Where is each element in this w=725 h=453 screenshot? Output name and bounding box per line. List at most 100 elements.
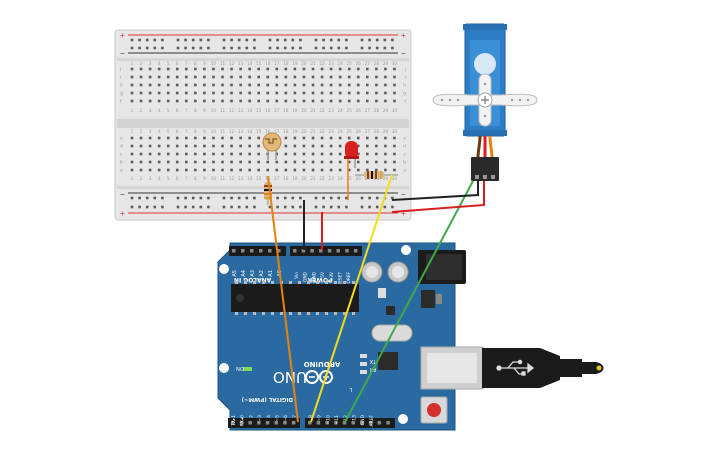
breadboard-hole[interactable] bbox=[212, 67, 215, 71]
breadboard-hole[interactable] bbox=[375, 91, 378, 95]
breadboard-hole[interactable] bbox=[157, 152, 161, 156]
breadboard-hole[interactable] bbox=[320, 67, 324, 71]
breadboard-hole[interactable] bbox=[257, 168, 260, 172]
breadboard-hole[interactable] bbox=[194, 75, 197, 79]
header-pin[interactable] bbox=[265, 421, 270, 425]
rail-hole[interactable] bbox=[230, 46, 233, 50]
rail-hole[interactable] bbox=[314, 196, 318, 200]
breadboard-hole[interactable] bbox=[221, 91, 224, 95]
breadboard-hole[interactable] bbox=[266, 91, 270, 95]
breadboard-hole[interactable] bbox=[338, 83, 342, 87]
breadboard-hole[interactable] bbox=[275, 160, 279, 164]
breadboard-hole[interactable] bbox=[293, 67, 297, 71]
breadboard-hole[interactable] bbox=[175, 152, 179, 156]
rail-hole[interactable] bbox=[299, 196, 302, 200]
rail-hole[interactable] bbox=[191, 196, 195, 200]
breadboard-hole[interactable] bbox=[384, 75, 387, 79]
rail-hole[interactable] bbox=[130, 196, 134, 200]
breadboard-hole[interactable] bbox=[284, 168, 288, 172]
breadboard-hole[interactable] bbox=[248, 160, 251, 164]
breadboard-hole[interactable] bbox=[384, 67, 387, 71]
header-pin[interactable] bbox=[248, 421, 252, 425]
breadboard-hole[interactable] bbox=[329, 152, 333, 156]
rail-hole[interactable] bbox=[368, 205, 371, 209]
header-pin[interactable] bbox=[268, 249, 272, 253]
rail-hole[interactable] bbox=[176, 205, 180, 209]
breadboard-hole[interactable] bbox=[329, 136, 333, 140]
breadboard-hole[interactable] bbox=[157, 136, 161, 140]
breadboard-hole[interactable] bbox=[356, 83, 360, 87]
rail-hole[interactable] bbox=[345, 205, 348, 209]
breadboard-hole[interactable] bbox=[203, 168, 206, 172]
breadboard-hole[interactable] bbox=[230, 136, 233, 140]
breadboard-hole[interactable] bbox=[148, 75, 152, 79]
rail-hole[interactable] bbox=[291, 46, 295, 50]
rail-hole[interactable] bbox=[191, 38, 195, 42]
header-pin[interactable] bbox=[336, 249, 341, 253]
rail-hole[interactable] bbox=[360, 196, 364, 200]
breadboard-hole[interactable] bbox=[293, 75, 297, 79]
rail-hole[interactable] bbox=[253, 46, 256, 50]
breadboard-hole[interactable] bbox=[221, 75, 224, 79]
breadboard-hole[interactable] bbox=[366, 91, 369, 95]
breadboard-hole[interactable] bbox=[329, 144, 333, 148]
rail-hole[interactable] bbox=[283, 46, 287, 50]
breadboard-hole[interactable] bbox=[275, 83, 279, 87]
header-pin[interactable] bbox=[353, 249, 358, 253]
breadboard-hole[interactable] bbox=[139, 99, 143, 103]
rail-hole[interactable] bbox=[237, 205, 241, 209]
breadboard-hole[interactable] bbox=[130, 83, 134, 87]
breadboard-hole[interactable] bbox=[302, 168, 306, 172]
breadboard-hole[interactable] bbox=[257, 91, 260, 95]
breadboard-hole[interactable] bbox=[347, 75, 351, 79]
rail-hole[interactable] bbox=[314, 38, 318, 42]
rail-hole[interactable] bbox=[199, 205, 203, 209]
breadboard-hole[interactable] bbox=[248, 83, 251, 87]
breadboard-hole[interactable] bbox=[148, 152, 152, 156]
breadboard-hole[interactable] bbox=[139, 168, 143, 172]
header-pin[interactable] bbox=[239, 421, 244, 425]
breadboard-hole[interactable] bbox=[302, 160, 306, 164]
breadboard-hole[interactable] bbox=[320, 99, 324, 103]
breadboard-hole[interactable] bbox=[338, 152, 342, 156]
breadboard-hole[interactable] bbox=[266, 75, 270, 79]
rail-hole[interactable] bbox=[153, 38, 157, 42]
rail-hole[interactable] bbox=[130, 46, 134, 50]
breadboard-hole[interactable] bbox=[366, 99, 369, 103]
rail-hole[interactable] bbox=[322, 38, 325, 42]
breadboard-hole[interactable] bbox=[356, 75, 360, 79]
breadboard-hole[interactable] bbox=[157, 67, 161, 71]
breadboard-hole[interactable] bbox=[139, 136, 143, 140]
breadboard-hole[interactable] bbox=[185, 83, 188, 87]
breadboard-hole[interactable] bbox=[212, 136, 215, 140]
breadboard-hole[interactable] bbox=[366, 83, 369, 87]
rail-hole[interactable] bbox=[337, 205, 341, 209]
rail-hole[interactable] bbox=[283, 38, 287, 42]
wire-yellow-led-to-pin[interactable] bbox=[310, 174, 393, 423]
rail-hole[interactable] bbox=[184, 46, 187, 50]
rail-hole[interactable] bbox=[184, 205, 187, 209]
rail-hole[interactable] bbox=[184, 196, 187, 200]
breadboard-hole[interactable] bbox=[203, 152, 206, 156]
rail-hole[interactable] bbox=[176, 196, 180, 200]
breadboard-hole[interactable] bbox=[185, 152, 188, 156]
breadboard-hole[interactable] bbox=[329, 160, 333, 164]
breadboard-hole[interactable] bbox=[338, 136, 342, 140]
breadboard-hole[interactable] bbox=[157, 168, 161, 172]
rail-hole[interactable] bbox=[375, 196, 379, 200]
header-pin[interactable] bbox=[274, 421, 279, 425]
rail-hole[interactable] bbox=[283, 196, 287, 200]
breadboard-hole[interactable] bbox=[266, 67, 270, 71]
reset-button[interactable] bbox=[427, 403, 441, 417]
breadboard-hole[interactable] bbox=[212, 144, 215, 148]
breadboard-hole[interactable] bbox=[375, 168, 378, 172]
breadboard-hole[interactable] bbox=[130, 152, 134, 156]
breadboard-hole[interactable] bbox=[393, 168, 396, 172]
digital-header-left[interactable] bbox=[228, 418, 300, 428]
breadboard-hole[interactable] bbox=[393, 152, 396, 156]
breadboard-hole[interactable] bbox=[338, 75, 342, 79]
rail-hole[interactable] bbox=[345, 196, 348, 200]
breadboard-hole[interactable] bbox=[239, 91, 242, 95]
breadboard-hole[interactable] bbox=[356, 168, 360, 172]
